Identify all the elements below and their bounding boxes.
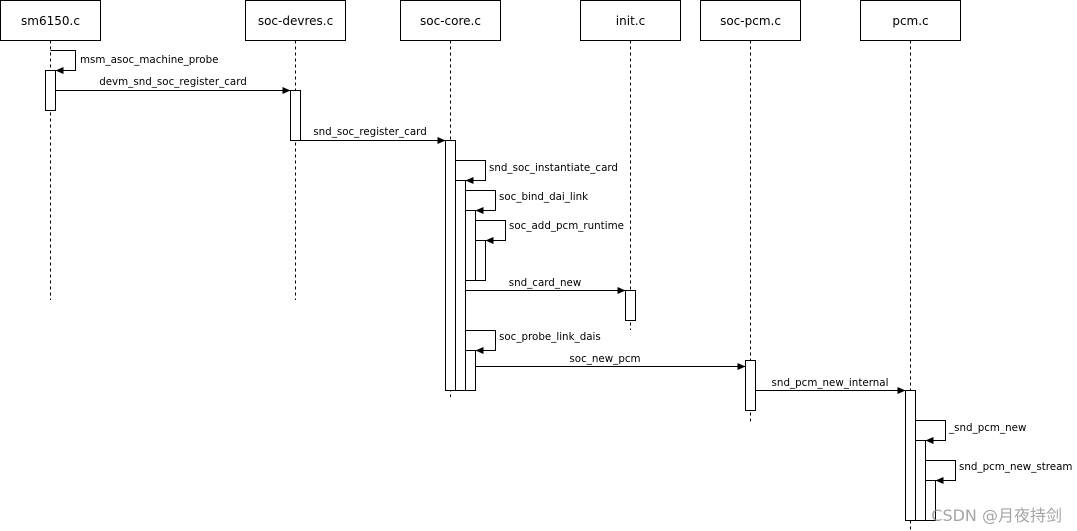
participant-box <box>700 0 801 41</box>
message-soc-add-pcm-runtime: soc_add_pcm_runtime <box>475 220 624 244</box>
message-snd-soc-instantiate-card: snd_soc_instantiate_card <box>455 160 618 184</box>
message-arrow <box>465 330 496 354</box>
activation-bar-snd-pcm-new-stream <box>925 480 936 521</box>
message-label: devm_snd_soc_register_card <box>99 76 247 88</box>
message-label: soc_probe_link_dais <box>499 331 601 343</box>
activation-bar-soc-devres <box>290 90 301 141</box>
participant-pcm: pcm.c <box>860 0 961 41</box>
activation-bar-snd-pcm-new <box>915 440 926 521</box>
message-soc-probe-link-dais: soc_probe_link_dais <box>465 330 601 354</box>
message-arrow <box>925 460 956 484</box>
message-label: snd_pcm_new_internal <box>772 377 889 389</box>
message-arrow <box>915 420 946 444</box>
message-label: soc_add_pcm_runtime <box>509 220 624 232</box>
participant-init: init.c <box>580 0 681 41</box>
message-snd-soc-register-card: snd_soc_register_card <box>300 126 446 144</box>
activation-bar-soc-add-pcm-runtime <box>475 240 486 281</box>
participant-label: soc-devres.c <box>258 14 333 28</box>
activation-bar-soc-core <box>445 140 456 391</box>
message-label: _snd_pcm_new <box>948 422 1026 434</box>
participant-box <box>400 0 501 41</box>
message-arrow <box>50 50 76 74</box>
message-label: snd_card_new <box>509 277 582 289</box>
participant-label: soc-core.c <box>420 14 481 28</box>
message-devm-snd-soc-register-card: devm_snd_soc_register_card <box>55 76 291 94</box>
participant-soc-pcm: soc-pcm.c <box>700 0 801 41</box>
message-arrow <box>455 160 486 184</box>
participants: sm6150.c soc-devres.c soc-core.c init.c … <box>0 0 961 41</box>
message-label: msm_asoc_machine_probe <box>80 54 218 66</box>
activation-bar-pcm <box>905 390 916 521</box>
participant-soc-core: soc-core.c <box>400 0 501 41</box>
activation-bars <box>45 70 936 521</box>
activation-bar-soc-probe-link-dais <box>465 350 476 391</box>
participant-soc-devres: soc-devres.c <box>245 0 346 41</box>
message-snd-pcm-new-stream: snd_pcm_new_stream <box>925 460 1072 484</box>
activation-bar-soc-bind-dai-link <box>465 210 476 281</box>
message-snd-card-new: snd_card_new <box>465 277 626 294</box>
message-snd-pcm-new-internal: snd_pcm_new_internal <box>755 377 906 394</box>
messages: msm_asoc_machine_probe devm_snd_soc_regi… <box>50 50 1072 484</box>
activation-bar-snd-soc-instantiate-card <box>455 180 466 391</box>
message-label: soc_new_pcm <box>569 353 640 365</box>
watermark-text: CSDN @月夜持剑 <box>931 506 1062 525</box>
message-msm-asoc-machine-probe: msm_asoc_machine_probe <box>50 50 218 74</box>
activation-bar-init <box>625 290 636 321</box>
message-label: snd_pcm_new_stream <box>959 461 1072 473</box>
participant-sm6150: sm6150.c <box>0 0 101 41</box>
message-arrow <box>465 190 496 214</box>
activation-bar-soc-pcm <box>745 360 756 411</box>
participant-label: sm6150.c <box>21 14 80 28</box>
message-soc-new-pcm: soc_new_pcm <box>475 353 746 370</box>
activation-bar-sm6150 <box>45 70 56 111</box>
message-soc-bind-dai-link: soc_bind_dai_link <box>465 190 588 214</box>
participant-box <box>580 0 681 41</box>
lifelines <box>50 40 911 531</box>
participant-box <box>860 0 961 41</box>
message-arrow <box>475 220 506 244</box>
participant-box <box>245 0 346 41</box>
participant-label: pcm.c <box>892 14 928 28</box>
participant-box <box>0 0 101 41</box>
message-label: snd_soc_instantiate_card <box>489 162 618 174</box>
message-label: snd_soc_register_card <box>313 126 426 138</box>
participant-label: soc-pcm.c <box>720 14 781 28</box>
message-snd-pcm-new: _snd_pcm_new <box>915 420 1026 444</box>
participant-label: init.c <box>616 14 645 28</box>
message-label: soc_bind_dai_link <box>499 191 588 203</box>
